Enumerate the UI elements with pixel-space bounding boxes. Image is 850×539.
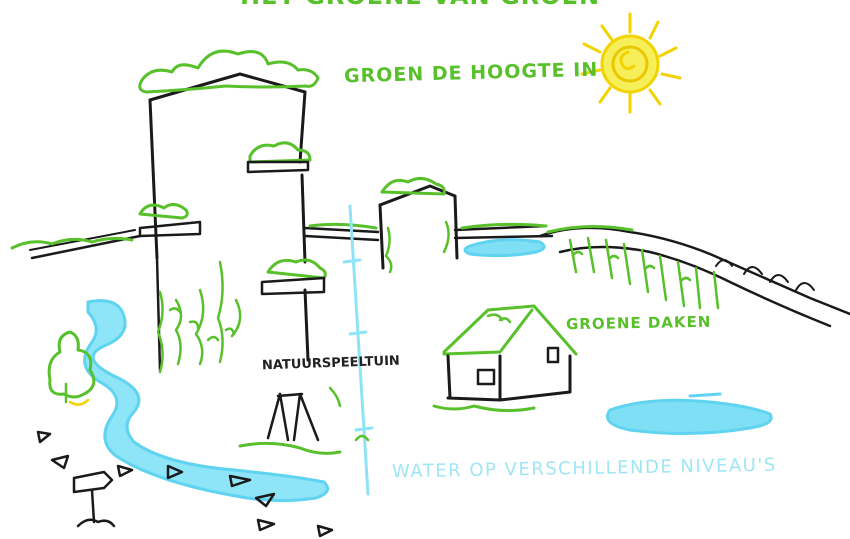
stepping-stones <box>36 430 334 538</box>
playground-swing <box>238 386 370 455</box>
tall-building <box>138 49 327 374</box>
sun-icon <box>580 12 682 114</box>
label-groene-daken: Groene daken <box>565 312 712 334</box>
middle-building <box>378 177 459 274</box>
signpost-icon <box>72 470 116 528</box>
bush <box>47 330 96 406</box>
scene-title: Het groene van Groen <box>240 0 600 10</box>
green-fields <box>538 224 850 328</box>
green-roof-house <box>432 304 578 413</box>
water-level-line <box>342 204 374 496</box>
horizon-lines <box>10 222 554 260</box>
water <box>83 238 773 503</box>
